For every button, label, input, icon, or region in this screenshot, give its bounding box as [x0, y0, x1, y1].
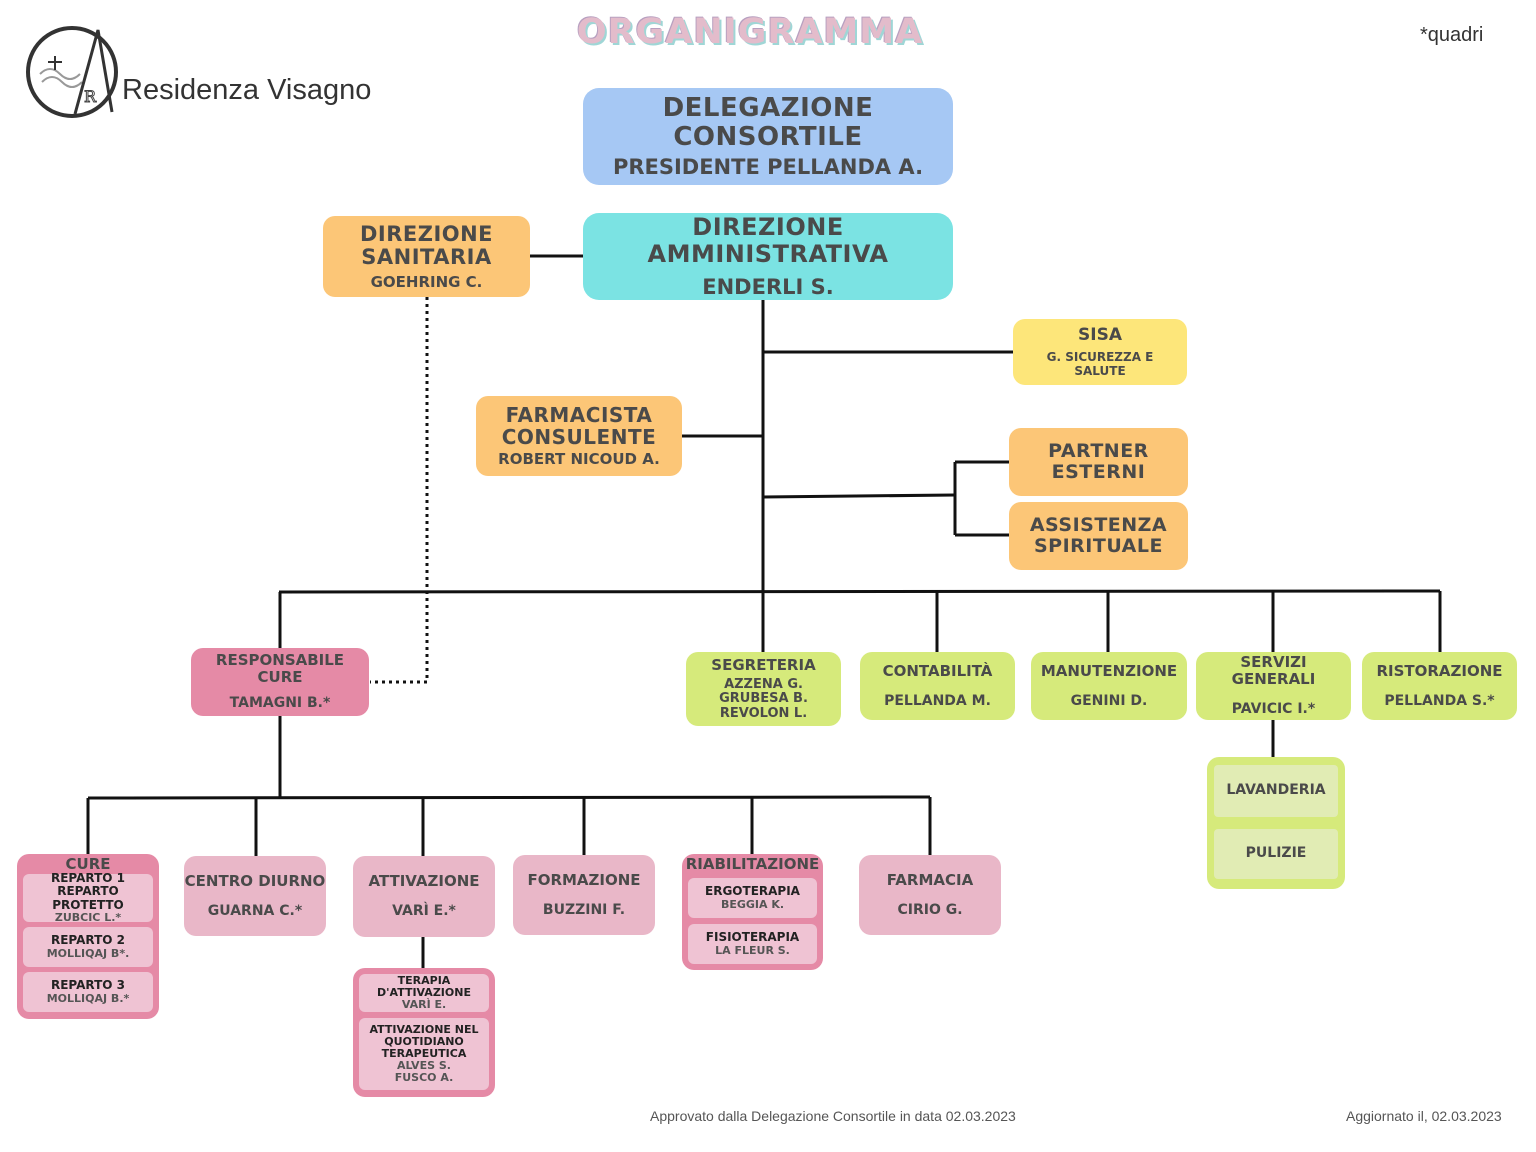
attivazione-name: VARÌ E.* [392, 903, 456, 920]
quadri-note: *quadri [1420, 24, 1484, 46]
direzione-amministrativa-title: DIREZIONE AMMINISTRATIVA [647, 212, 889, 268]
delegazione-name: PRESIDENTE PELLANDA A. [612, 154, 924, 179]
responsabile-name: TAMAGNI B.* [229, 694, 331, 711]
formazione-box: FORMAZIONE BUZZINI F. [513, 855, 655, 935]
reparto-3-title: REPARTO 3 [50, 978, 126, 993]
manutenzione-box: MANUTENZIONE GENINI D. [1031, 652, 1187, 720]
attivazione-quotidiano-line-1: ATTIVAZIONE NEL [369, 1022, 479, 1036]
centro-diurno-box: CENTRO DIURNO GUARNA C.* [184, 856, 326, 936]
fisioterapia-name: LA FLEUR S. [715, 943, 790, 957]
ergoterapia-item: ERGOTERAPIA BEGGIA K. [688, 878, 817, 918]
contabilita-box: CONTABILITÀ PELLANDA M. [860, 652, 1015, 720]
direzione-sanitaria-name: GOEHRING C. [370, 272, 483, 291]
terapia-attivazione-item: TERAPIA D'ATTIVAZIONE VARÌ E. [359, 974, 489, 1012]
ristorazione-box: RISTORAZIONE PELLANDA S.* [1362, 652, 1517, 720]
responsabile-title: RESPONSABILE CURE [215, 651, 345, 687]
svg-text:R: R [84, 87, 97, 106]
farmacista-title: FARMACISTA CONSULENTE [501, 402, 657, 450]
assistenza-spirituale-box: ASSISTENZA SPIRITUALE [1009, 502, 1188, 570]
reparto-1-item: REPARTO 1 REPARTO PROTETTO ZUBCIC L.* [23, 871, 153, 924]
reparto-1-title: REPARTO 1 [50, 871, 126, 886]
reparto-2-item: REPARTO 2 MOLLIQAJ B*. [23, 927, 153, 967]
reparto-1-title2: REPARTO PROTETTO [52, 884, 124, 912]
reparto-3-item: REPARTO 3 MOLLIQAJ B.* [23, 972, 153, 1012]
segreteria-title: SEGRETERIA [711, 655, 816, 674]
cure-title: CURE [65, 855, 111, 873]
responsabile-cure-box: RESPONSABILE CURE TAMAGNI B.* [191, 648, 369, 716]
direzione-amministrativa-name: ENDERLI S. [702, 274, 834, 299]
line-level3-bar [87, 795, 931, 800]
direzione-amministrativa-box: DIREZIONE AMMINISTRATIVA ENDERLI S. [583, 213, 953, 300]
segreteria-name-1: AZZENA G. [724, 676, 803, 692]
terapia-attivazione-name: VARÌ E. [401, 998, 447, 1012]
farmacia-title: FARMACIA [886, 870, 974, 889]
attivazione-quotidiano-name-1: ALVES S. [397, 1059, 451, 1073]
reparto-1-name: ZUBCIC L.* [54, 910, 122, 924]
attivazione-quotidiano-name-2: FUSCO A. [394, 1071, 454, 1085]
riabilitazione-title: RIABILITAZIONE [685, 855, 820, 873]
reparto-3-name: MOLLIQAJ B.* [46, 991, 130, 1005]
lavanderia-item: LAVANDERIA [1214, 765, 1338, 817]
fisioterapia-title: FISIOTERAPIA [705, 930, 800, 945]
manutenzione-name: GENINI D. [1070, 692, 1148, 709]
servizi-sub-box: LAVANDERIA PULIZIE [1207, 757, 1345, 889]
formazione-name: BUZZINI F. [542, 901, 626, 918]
riabilitazione-box: RIABILITAZIONE ERGOTERAPIA BEGGIA K. FIS… [682, 854, 823, 970]
residenza-logo: R [20, 12, 130, 130]
delegazione-consortile-box: DELEGAZIONE CONSORTILE PRESIDENTE PELLAN… [583, 88, 953, 185]
delegazione-title: DELEGAZIONE CONSORTILE [662, 92, 874, 152]
line-dotted-sanitaria [370, 297, 429, 684]
ristorazione-title: RISTORAZIONE [1376, 661, 1503, 680]
servizi-title: SERVIZI GENERALI [1231, 653, 1316, 689]
fisioterapia-item: FISIOTERAPIA LA FLEUR S. [688, 924, 817, 964]
centro-diurno-name: GUARNA C.* [207, 902, 303, 919]
footer-updated: Aggiornato il, 02.03.2023 [1346, 1108, 1502, 1124]
pulizie-item: PULIZIE [1214, 829, 1338, 879]
partner-title: PARTNER ESTERNI [1048, 439, 1149, 483]
centro-diurno-title: CENTRO DIURNO [184, 871, 326, 890]
attivazione-title: ATTIVAZIONE [368, 872, 480, 891]
farmacia-name: CIRIO G. [897, 901, 963, 918]
footer-approved: Approvato dalla Delegazione Consortile i… [650, 1108, 1016, 1124]
servizi-generali-box: SERVIZI GENERALI PAVICIC I.* [1196, 652, 1351, 720]
farmacista-name: ROBERT NICOUD A. [498, 450, 660, 469]
contabilita-name: PELLANDA M. [884, 692, 991, 709]
formazione-title: FORMAZIONE [527, 870, 641, 889]
page-title: ORGANIGRAMMA [576, 12, 924, 52]
segreteria-name-2: GRUBESA B. [719, 691, 808, 707]
segreteria-box: SEGRETERIA AZZENA G. GRUBESA B. REVOLON … [686, 652, 841, 726]
direzione-sanitaria-title: DIREZIONE SANITARIA [359, 221, 494, 270]
attivazione-sub-box: TERAPIA D'ATTIVAZIONE VARÌ E. ATTIVAZION… [353, 968, 495, 1097]
attivazione-box: ATTIVAZIONE VARÌ E.* [353, 856, 495, 937]
attivazione-quotidiano-line-2: QUOTIDIANO [384, 1034, 464, 1048]
sisa-name: G. SICUREZZA E SALUTE [1046, 350, 1154, 378]
manutenzione-title: MANUTENZIONE [1040, 661, 1178, 680]
attivazione-quotidiano-item: ATTIVAZIONE NEL QUOTIDIANO TERAPEUTICA A… [359, 1018, 489, 1090]
ergoterapia-name: BEGGIA K. [720, 897, 785, 911]
segreteria-name-3: REVOLON L. [719, 705, 808, 721]
farmacia-box: FARMACIA CIRIO G. [859, 855, 1001, 935]
contabilita-title: CONTABILITÀ [882, 661, 993, 680]
line-external-branch [762, 493, 956, 499]
ristorazione-name: PELLANDA S.* [1384, 692, 1495, 709]
brand-name: Residenza Visagno [122, 74, 372, 106]
direzione-sanitaria-box: DIREZIONE SANITARIA GOEHRING C. [323, 216, 530, 297]
farmacista-consulente-box: FARMACISTA CONSULENTE ROBERT NICOUD A. [476, 396, 682, 476]
partner-esterni-box: PARTNER ESTERNI [1009, 428, 1188, 496]
assistenza-title: ASSISTENZA SPIRITUALE [1029, 513, 1168, 557]
terapia-attivazione-title: TERAPIA D'ATTIVAZIONE [377, 973, 471, 999]
cure-box: CURE REPARTO 1 REPARTO PROTETTO ZUBCIC L… [17, 854, 159, 1019]
servizi-name: PAVICIC I.* [1231, 700, 1316, 717]
line-level2-bar [278, 589, 1441, 594]
reparto-2-name: MOLLIQAJ B*. [46, 946, 130, 960]
sisa-title: SISA [1078, 325, 1122, 346]
ergoterapia-title: ERGOTERAPIA [705, 884, 800, 899]
attivazione-quotidiano-line-3: TERAPEUTICA [381, 1046, 467, 1060]
sisa-box: SISA G. SICUREZZA E SALUTE [1013, 319, 1187, 385]
reparto-2-title: REPARTO 2 [50, 933, 126, 948]
